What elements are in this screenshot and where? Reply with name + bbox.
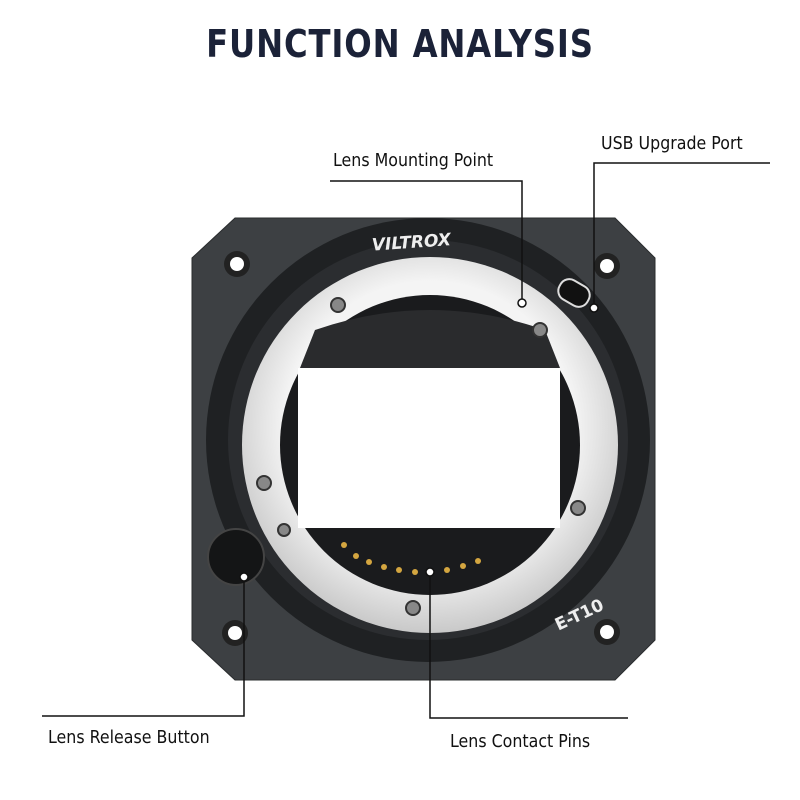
leader-lines [42,162,770,719]
callout-lens-release-button: Lens Release Button [48,727,210,748]
callout-lens-contact-pins: Lens Contact Pins [450,731,591,752]
callout-lens-mounting-point: Lens Mounting Point [333,150,494,171]
sensor-window [298,368,560,528]
callout-usb-upgrade-port: USB Upgrade Port [601,133,743,154]
usb-port [557,278,591,308]
page-title: FUNCTION ANALYSIS [206,22,594,66]
lens-release-button [207,528,265,586]
